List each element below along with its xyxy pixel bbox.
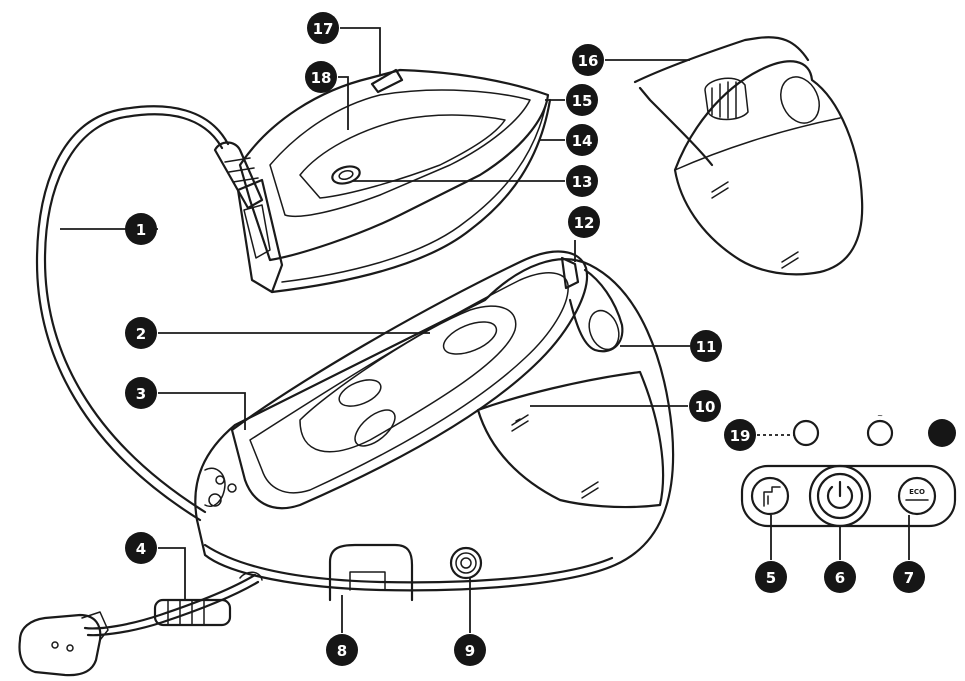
callout-12: 12 — [568, 206, 600, 238]
svg-text:14: 14 — [572, 132, 593, 150]
svg-text:13: 13 — [572, 173, 593, 191]
power-cord — [35, 105, 230, 522]
svg-text:17: 17 — [313, 20, 334, 38]
svg-text:19: 19 — [730, 427, 751, 445]
callout-8: 8 — [326, 634, 358, 666]
callout-10: 10 — [689, 390, 721, 422]
steam-generator-base — [194, 250, 675, 602]
callout-3: 3 — [125, 377, 157, 409]
callout-14: 14 — [566, 124, 598, 156]
svg-text:16: 16 — [578, 52, 599, 70]
svg-text:3: 3 — [136, 385, 146, 403]
water-tank-detail — [633, 36, 864, 276]
callout-7: 7 — [893, 561, 925, 593]
svg-text:10: 10 — [695, 398, 716, 416]
svg-text:5: 5 — [766, 569, 776, 587]
svg-text:8: 8 — [337, 642, 347, 660]
svg-text:2: 2 — [136, 325, 146, 343]
svg-text:4: 4 — [136, 540, 146, 558]
svg-text:11: 11 — [696, 338, 717, 356]
callout-6: 6 — [824, 561, 856, 593]
callout-19: 19 — [724, 419, 756, 451]
leader-lines — [60, 27, 910, 633]
svg-text:9: 9 — [465, 642, 475, 660]
callout-15: 15 — [566, 84, 598, 116]
callout-16: 16 — [572, 44, 604, 76]
svg-text:7: 7 — [904, 569, 914, 587]
callout-17: 17 — [307, 12, 339, 44]
svg-text:18: 18 — [311, 69, 332, 87]
callout-11: 11 — [690, 330, 722, 362]
svg-text:1: 1 — [136, 221, 146, 239]
callout-1: 1 — [125, 213, 157, 245]
control-panel: ECO ~ — [740, 412, 957, 528]
svg-text:~: ~ — [877, 412, 883, 420]
svg-text:6: 6 — [835, 569, 845, 587]
callout-18: 18 — [305, 61, 337, 93]
callout-4: 4 — [125, 532, 157, 564]
mains-plug — [18, 573, 260, 677]
svg-text:ECO: ECO — [909, 488, 925, 496]
svg-text:15: 15 — [572, 92, 593, 110]
callout-9: 9 — [454, 634, 486, 666]
callout-2: 2 — [125, 317, 157, 349]
svg-text:12: 12 — [574, 214, 595, 232]
callout-5: 5 — [755, 561, 787, 593]
steam-iron — [213, 68, 552, 294]
callout-13: 13 — [566, 165, 598, 197]
